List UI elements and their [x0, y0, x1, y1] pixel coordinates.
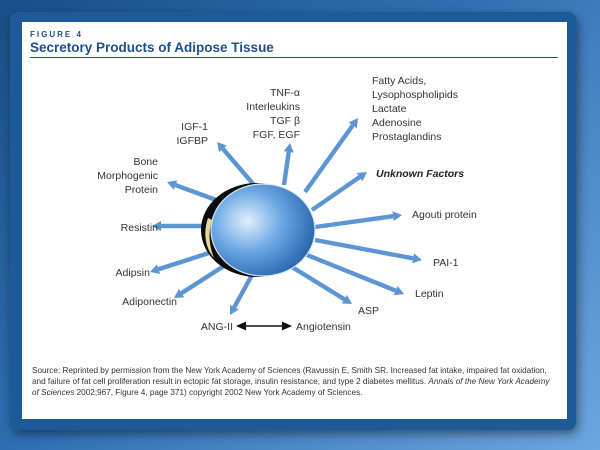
label-adiponectin: Adiponectin — [122, 296, 177, 308]
arrow-fatty-acids — [303, 118, 358, 194]
label-igf-1: IGF-1 — [181, 121, 208, 133]
label-fatty-acids-1: Fatty Acids, — [372, 75, 426, 87]
label-bone-2: Morphogenic — [97, 170, 158, 182]
arrow-leptin — [306, 252, 404, 296]
arrow-resistin — [152, 221, 208, 231]
arrow-igf — [217, 142, 256, 187]
label-igf: IGF-1 IGFBP — [176, 121, 208, 147]
label-asp: ASP — [358, 305, 379, 317]
ang-double-arrow — [236, 321, 292, 331]
label-ang2: ANG-II — [201, 321, 233, 333]
label-resistin: Resistin — [121, 222, 159, 234]
adipocyte-cell — [201, 183, 316, 277]
label-fatty-acids-5: Prostaglandins — [372, 131, 441, 143]
arrow-group — [150, 118, 422, 315]
label-fatty-acids: Fatty Acids, Lysophospholipids Lactate A… — [372, 75, 458, 143]
caption-prefix: Source: Reprinted by permission from the… — [32, 366, 547, 386]
figure-panel: FIGURE 4 Secretory Products of Adipose T… — [22, 22, 567, 419]
label-angiotensin: Angiotensin — [296, 321, 351, 333]
label-pai: PAI-1 — [433, 257, 459, 269]
label-tnf-2: Interleukins — [246, 101, 300, 113]
source-caption: Source: Reprinted by permission from the… — [32, 365, 556, 398]
label-agouti: Agouti protein — [412, 209, 477, 221]
figure-title: Secretory Products of Adipose Tissue — [30, 40, 274, 55]
label-adipsin: Adipsin — [116, 267, 151, 279]
label-leptin: Leptin — [415, 288, 444, 300]
label-fatty-acids-2: Lysophospholipids — [372, 89, 458, 101]
label-igf-2: IGFBP — [176, 135, 208, 147]
label-tnf-1: TNF-α — [270, 87, 300, 99]
arrow-adipsin — [150, 249, 213, 274]
title-rule — [30, 57, 558, 58]
arrow-unknown — [310, 172, 367, 212]
arrow-agouti — [314, 211, 402, 230]
label-tnf: TNF-α Interleukins TGF β FGF, EGF — [246, 87, 300, 141]
caption-suffix: 2002;967, Figure 4, page 371) copyright … — [76, 388, 363, 397]
figure-label: FIGURE 4 — [30, 30, 83, 39]
arrow-ang2 — [229, 273, 254, 315]
label-fatty-acids-3: Lactate — [372, 103, 407, 115]
cell-rim-highlight — [205, 218, 214, 258]
label-bone-1: Bone — [133, 156, 158, 168]
label-tnf-3: TGF β — [270, 115, 300, 127]
label-bone-3: Protein — [125, 184, 158, 196]
arrow-tnf — [281, 143, 294, 186]
secretory-diagram: Fatty Acids, Lysophospholipids Lactate A… — [97, 75, 477, 333]
caption-journal: Annals of the New York Academy of Scienc… — [32, 377, 550, 397]
label-unknown-factors: Unknown Factors — [376, 168, 464, 180]
label-bone: Bone Morphogenic Protein — [97, 156, 158, 196]
arrow-adiponectin — [174, 262, 229, 298]
arrow-asp — [290, 265, 352, 304]
arrow-pai — [314, 237, 422, 264]
label-tnf-4: FGF, EGF — [253, 129, 300, 141]
label-fatty-acids-4: Adenosine — [372, 117, 422, 129]
